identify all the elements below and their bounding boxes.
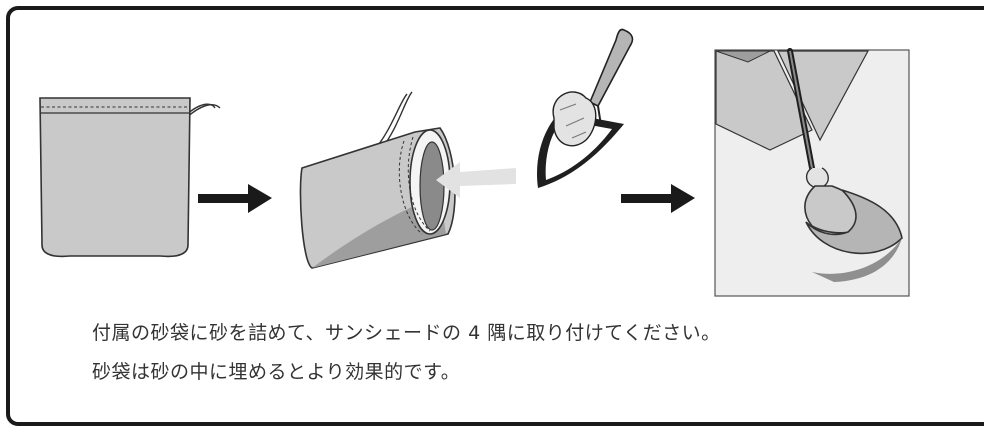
- attached-sandbag-panel: [714, 48, 910, 297]
- fill-direction-arrow: [436, 162, 516, 198]
- instruction-line-1: 付属の砂袋に砂を詰めて、サンシェードの 4 隅に取り付けてください。: [92, 322, 721, 344]
- open-sandbag-icon: [299, 91, 456, 269]
- trowel-with-sand-icon: [536, 28, 634, 188]
- step-arrow-2: [621, 184, 695, 213]
- empty-sandbag-icon: [39, 97, 221, 258]
- step-arrow-1: [198, 184, 272, 213]
- instruction-line-2: 砂袋は砂の中に埋めるとより効果的です。: [92, 361, 461, 383]
- instruction-illustration: [39, 28, 910, 297]
